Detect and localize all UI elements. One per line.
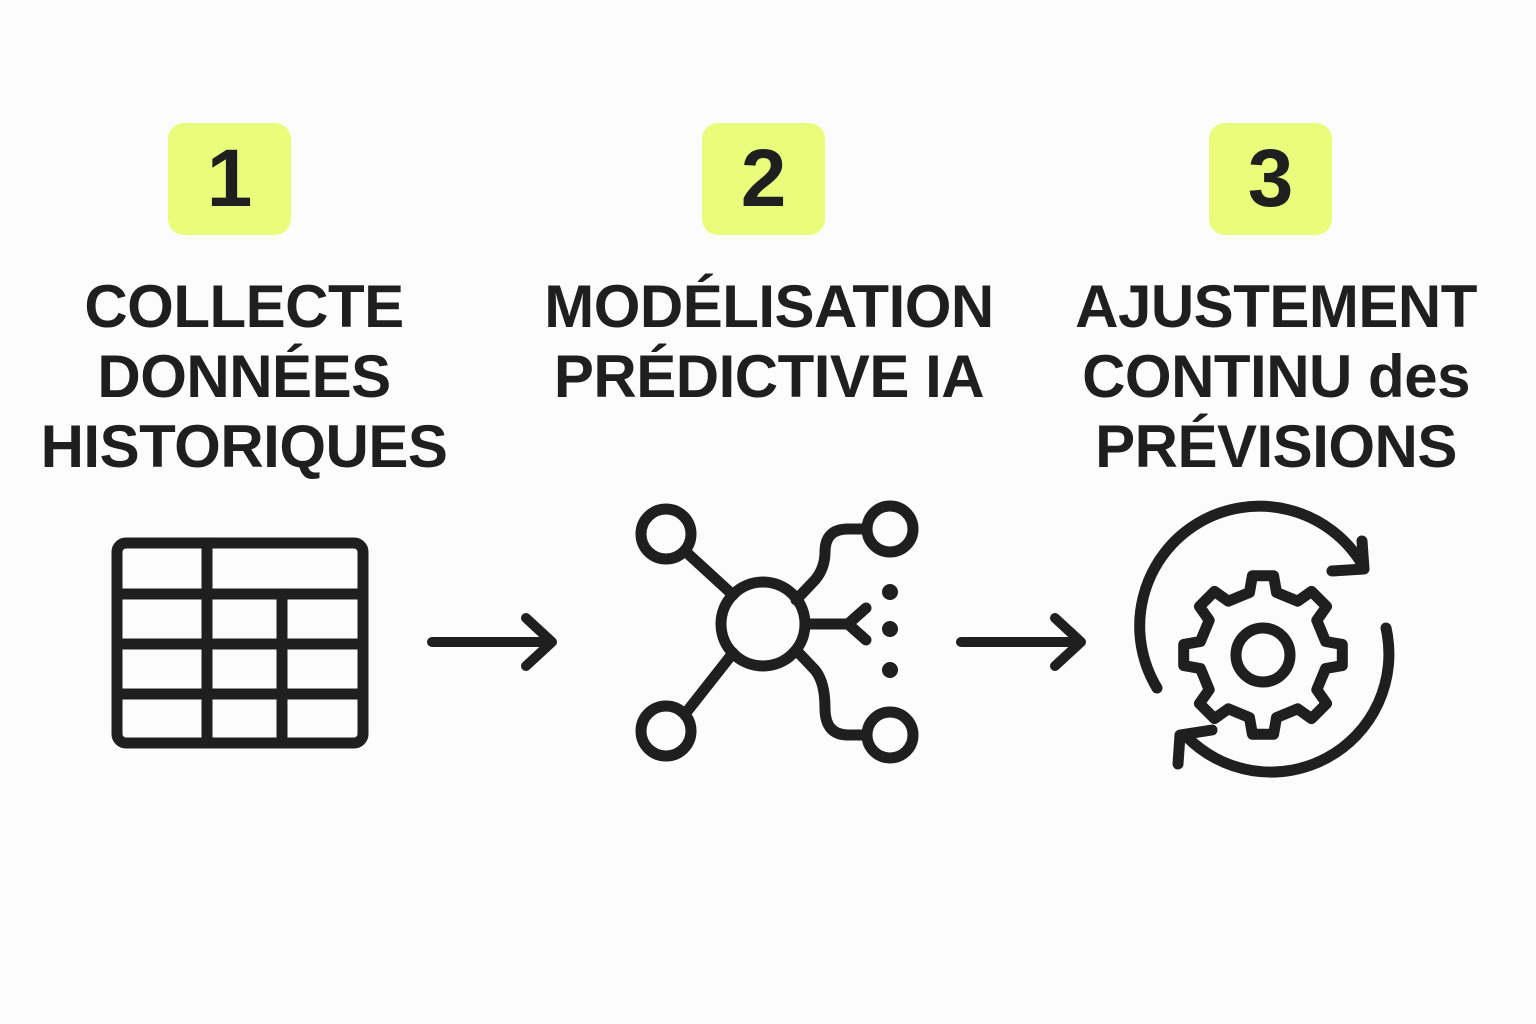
- step-3-title: AJUSTEMENT CONTINU des PRÉVISIONS: [1026, 272, 1526, 482]
- arrow-right-icon: [956, 613, 1086, 671]
- gear-icon: [1178, 570, 1348, 740]
- step-1-title-line-3: HISTORIQUES: [40, 413, 448, 480]
- step-1-title-line-2: DONNÉES: [97, 343, 391, 410]
- spreadsheet-table-icon: [111, 537, 369, 749]
- step-3-title-line-1: AJUSTEMENT: [1075, 273, 1477, 340]
- step-2-number-badge: 2: [702, 123, 825, 235]
- step-2-title-line-2: PRÉDICTIVE IA: [553, 343, 985, 410]
- step-1-number-badge: 1: [168, 123, 291, 235]
- neural-network-icon: [635, 500, 919, 764]
- step-2-title-line-1: MODÉLISATION: [544, 273, 994, 340]
- step-2-title: MODÉLISATION PRÉDICTIVE IA: [519, 272, 1019, 412]
- step-1-title-line-1: COLLECTE: [84, 273, 404, 340]
- step-3-title-line-2: CONTINU des: [1082, 343, 1470, 410]
- step-1-title: COLLECTE DONNÉES HISTORIQUES: [0, 272, 494, 482]
- arrow-right-icon: [427, 613, 557, 671]
- step-3-number-badge: 3: [1209, 123, 1332, 235]
- step-3-title-line-3: PRÉVISIONS: [1095, 413, 1457, 480]
- gear-refresh-icon: [1134, 500, 1395, 778]
